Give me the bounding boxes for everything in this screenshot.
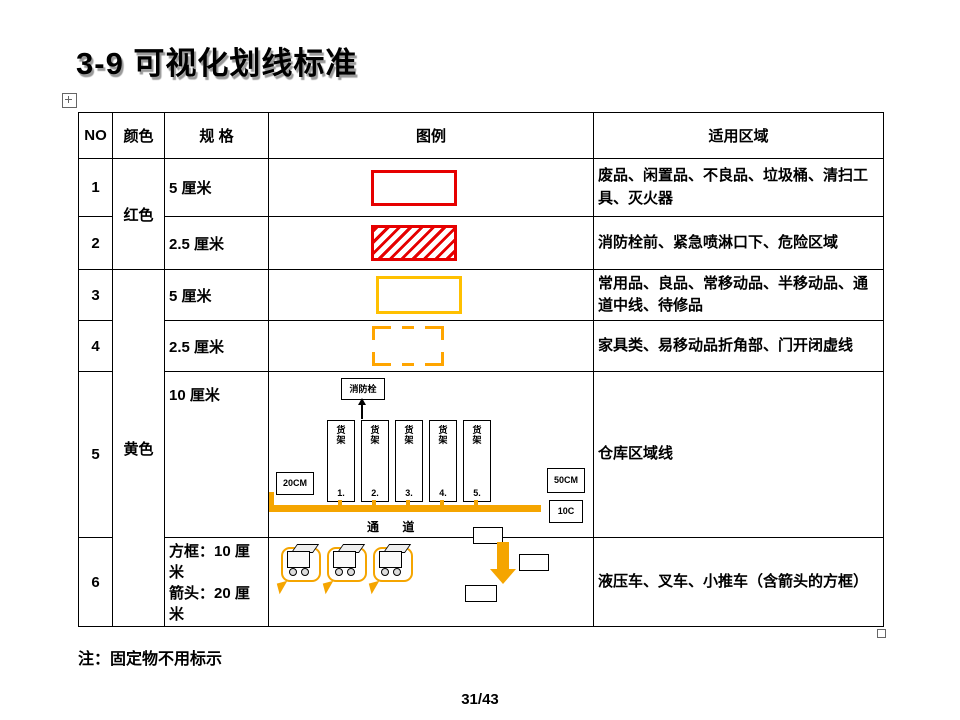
aisle-stub [406, 500, 410, 506]
direction-arrow-icon [276, 580, 291, 595]
row1-no: 1 [78, 158, 113, 217]
small-label-box [519, 554, 549, 571]
cart-wheel [289, 568, 297, 576]
aisle-label: 通 道 [367, 520, 425, 534]
big-down-arrow-icon [497, 542, 509, 569]
header-area: 适用区域 [593, 112, 884, 159]
bracket-dash-top [402, 326, 414, 329]
aisle-stub [338, 500, 342, 506]
corner-brackets-shape [372, 326, 444, 366]
aisle-line [269, 505, 541, 512]
cart-body [379, 551, 402, 568]
row2-spec: 2.5 厘米 [164, 216, 269, 270]
row4-area: 家具类、易移动品折角部、门开闭虚线 [593, 320, 884, 372]
aisle-stub [372, 500, 376, 506]
rack-2: 货架 2. [361, 420, 389, 502]
legend-yellow-solid [268, 269, 594, 321]
bracket-bottom-right [425, 352, 444, 366]
small-label-box [465, 585, 497, 602]
row2-area: 消防栓前、紧急喷淋口下、危险区域 [593, 216, 884, 270]
cart-wheel [381, 568, 389, 576]
cart-wheel [393, 568, 401, 576]
aisle-line-end-tick [269, 492, 274, 506]
row3-spec: 5 厘米 [164, 269, 269, 321]
rack-4: 货架 4. [429, 420, 457, 502]
cart-wheel [347, 568, 355, 576]
bracket-bottom-left [372, 352, 391, 366]
carts-diagram [269, 527, 593, 626]
footnote: 注：固定物不用标示 [78, 651, 223, 668]
row5-area: 仓库区域线 [593, 371, 884, 538]
cart-1 [276, 544, 325, 596]
header-spec: 规 格 [164, 112, 269, 159]
row1-area: 废品、闲置品、不良品、垃圾桶、清扫工具、灭火器 [593, 158, 884, 217]
rack-1: 货架 1. [327, 420, 355, 502]
cart-wheel [335, 568, 343, 576]
table-move-handle-icon [62, 93, 77, 108]
dim-box-right-bottom: 10C [549, 500, 583, 523]
warehouse-diagram: 消防栓 货架 1. 货架 2. 货架 3. [269, 372, 593, 537]
aisle-stub [440, 500, 444, 506]
table-row: 4 2.5 厘米 家具类、易移动品折角部、门开闭虚线 [78, 320, 884, 372]
big-down-arrow-head [490, 569, 516, 584]
row6-spec-line1: 方框：10 厘米 [169, 543, 250, 581]
aisle-stub [474, 500, 478, 506]
cart-wheel [301, 568, 309, 576]
cart-body [287, 551, 310, 568]
bracket-top-right [425, 326, 444, 340]
bracket-dash-bottom [402, 363, 414, 366]
cart-3 [368, 544, 417, 596]
bracket-top-left [372, 326, 391, 340]
header-legend: 图例 [268, 112, 594, 159]
row2-no: 2 [78, 216, 113, 270]
row4-spec: 2.5 厘米 [164, 320, 269, 372]
legend-red-solid [268, 158, 594, 217]
handle-plus-vertical [68, 96, 69, 103]
up-arrow-line [361, 405, 363, 419]
table-row: 6 方框：10 厘米 箭头：20 厘米 [78, 527, 884, 627]
row3-no: 3 [78, 269, 113, 321]
hydrant-label-box: 消防栓 [341, 378, 385, 400]
legend-yellow-corner-brackets [268, 320, 594, 372]
row6-spec-line2: 箭头：20 厘米 [169, 585, 250, 623]
yellow-solid-rectangle [376, 276, 462, 314]
row6-no: 6 [78, 537, 113, 627]
row1-spec: 5 厘米 [164, 158, 269, 217]
legend-carts [268, 527, 594, 627]
row6-spec: 方框：10 厘米 箭头：20 厘米 [164, 537, 269, 627]
red-solid-rectangle [371, 169, 457, 206]
up-arrow-icon [358, 398, 366, 405]
legend-warehouse: 消防栓 货架 1. 货架 2. 货架 3. [268, 371, 594, 538]
row5-spec: 10 厘米 [164, 371, 269, 538]
dim-box-left: 20CM [276, 472, 314, 495]
header-color: 颜色 [112, 112, 165, 159]
direction-arrow-icon [368, 580, 383, 595]
header-no: NO [78, 112, 113, 159]
cart-body [333, 551, 356, 568]
dim-box-right-top: 50CM [547, 468, 585, 493]
table-row: 5 10 厘米 消防栓 货架 1. 货架 2. 货架 [78, 371, 884, 538]
color-group-yellow: 黄色 [112, 269, 165, 627]
row6-area: 液压车、叉车、小推车（含箭头的方框） [593, 537, 884, 627]
row4-no: 4 [78, 320, 113, 372]
table-resize-handle-icon [877, 629, 886, 638]
header-row: NO 颜色 规 格 图例 适用区域 [78, 112, 884, 159]
small-label-box [473, 527, 503, 544]
red-hatched-rectangle [371, 225, 457, 261]
color-group-red: 红色 [112, 158, 165, 270]
cart-2 [322, 544, 371, 596]
direction-arrow-icon [322, 580, 337, 595]
table-row: 2 2.5 厘米 消防栓前、紧急喷淋口下、危险区域 [78, 216, 884, 270]
standards-table: NO 颜色 规 格 图例 适用区域 1 红色 5 厘米 废品、闲置品、不良品、垃… [78, 112, 884, 627]
rack-5: 货架 5. [463, 420, 491, 502]
table-row: 1 红色 5 厘米 废品、闲置品、不良品、垃圾桶、清扫工具、灭火器 [78, 158, 884, 270]
page-title: 3-9 可视化划线标准 [76, 46, 358, 81]
rack-3: 货架 3. [395, 420, 423, 502]
legend-red-hatched [268, 216, 594, 270]
row5-no: 5 [78, 371, 113, 538]
page-number: 31/43 [461, 691, 499, 708]
row3-area: 常用品、良品、常移动品、半移动品、通道中线、待修品 [593, 269, 884, 321]
table-row: 3 黄色 5 厘米 常用品、良品、常移动品、半移动品、通道中线、待修品 [78, 269, 884, 627]
